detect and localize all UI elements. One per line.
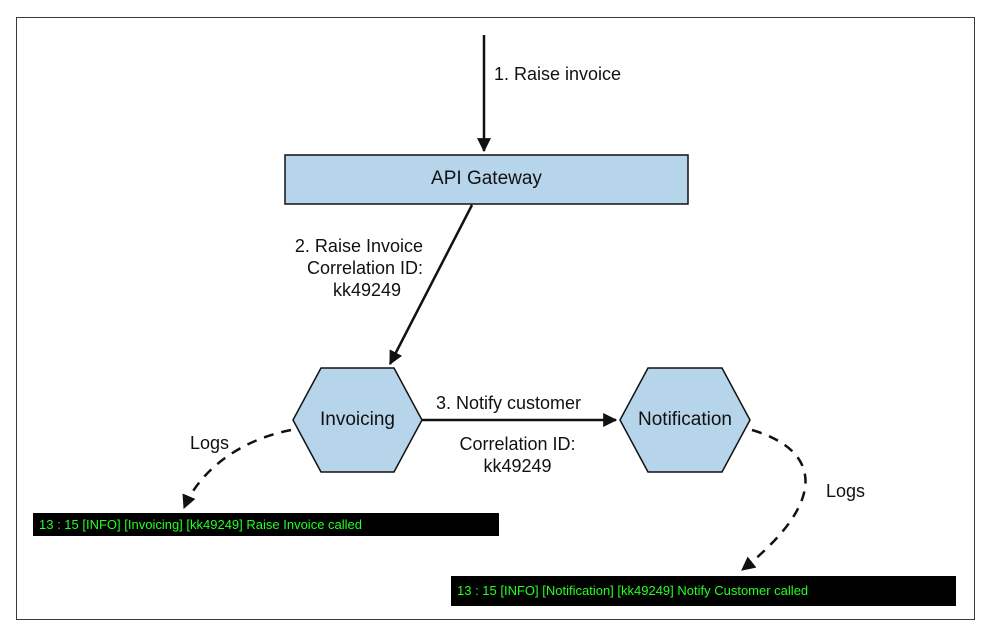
notification-logs-arrow [741,428,807,571]
notification-log-text: 13 : 15 [INFO] [Notification] [kk49249] … [457,583,809,598]
notify-label: 3. Notify customer [436,393,582,413]
notify-correlation-line1: Correlation ID: [459,434,576,454]
forward-label-line1: 2. Raise Invoice [294,236,423,256]
gateway-to-invoicing-arrow [388,204,474,366]
notification-log-bar: 13 : 15 [INFO] [Notification] [kk49249] … [451,576,956,606]
notification-label: Notification [638,409,732,430]
notify-correlation-line2: kk49249 [483,456,552,476]
invoicing-log-text: 13 : 15 [INFO] [Invoicing] [kk49249] Rai… [39,516,363,532]
logs-label-left: Logs [190,433,230,453]
api-gateway-box [284,154,689,205]
forward-label-line2: Correlation ID: [306,258,423,278]
forward-label-line3: kk49249 [333,280,402,300]
notification-hexagon [619,367,751,473]
logs-label-right: Logs [826,481,866,501]
invoicing-label: Invoicing [320,409,395,430]
api-gateway-label: API Gateway [431,168,542,189]
invoicing-log-bar: 13 : 15 [INFO] [Invoicing] [kk49249] Rai… [33,513,499,536]
raise-invoice-label: 1. Raise invoice [494,64,622,84]
invoicing-logs-arrow [182,428,292,510]
